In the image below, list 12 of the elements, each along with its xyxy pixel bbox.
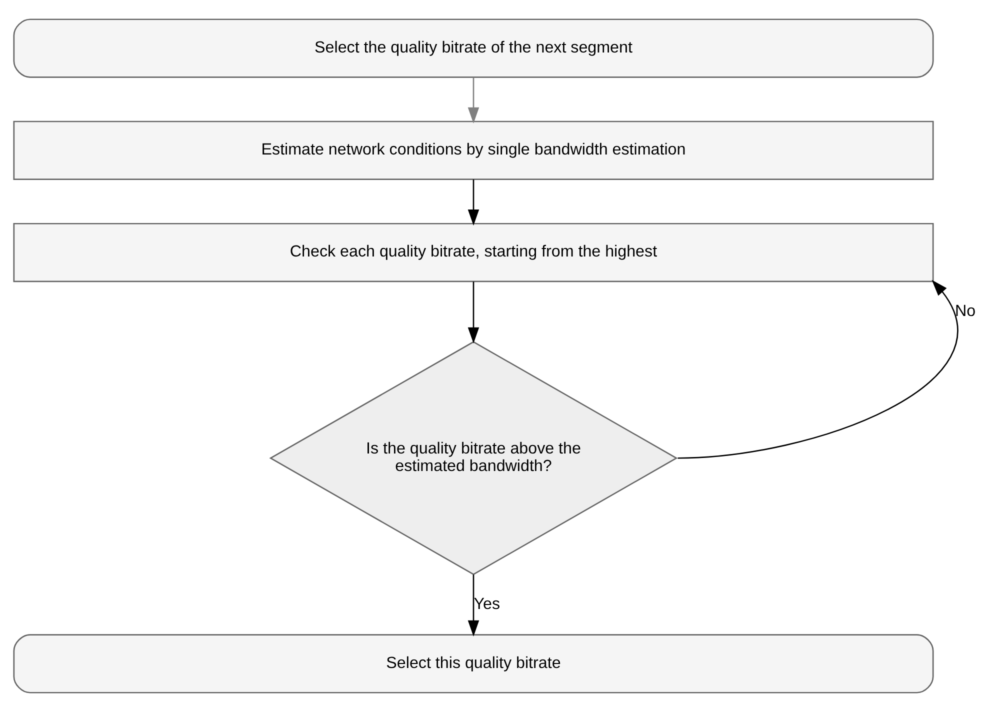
- node-box: Check each quality bitrate, starting from the highest: [13, 222, 934, 282]
- node-box: Select this quality bitrate: [13, 634, 934, 693]
- arrow: [468, 76, 480, 124]
- arrow: [468, 281, 480, 343]
- arrow: [468, 574, 480, 636]
- node-box: Select the quality bitrate of the next segment: [13, 18, 934, 78]
- edge-label: Yes: [474, 594, 500, 612]
- arrow: [678, 279, 958, 458]
- node-box: Estimate network conditions by single bandwidth estimation: [13, 120, 934, 180]
- arrow: [468, 178, 480, 226]
- node-diamond: Is the quality bitrate above the estimated bandwidth?: [269, 340, 678, 575]
- edge-label: No: [955, 301, 976, 320]
